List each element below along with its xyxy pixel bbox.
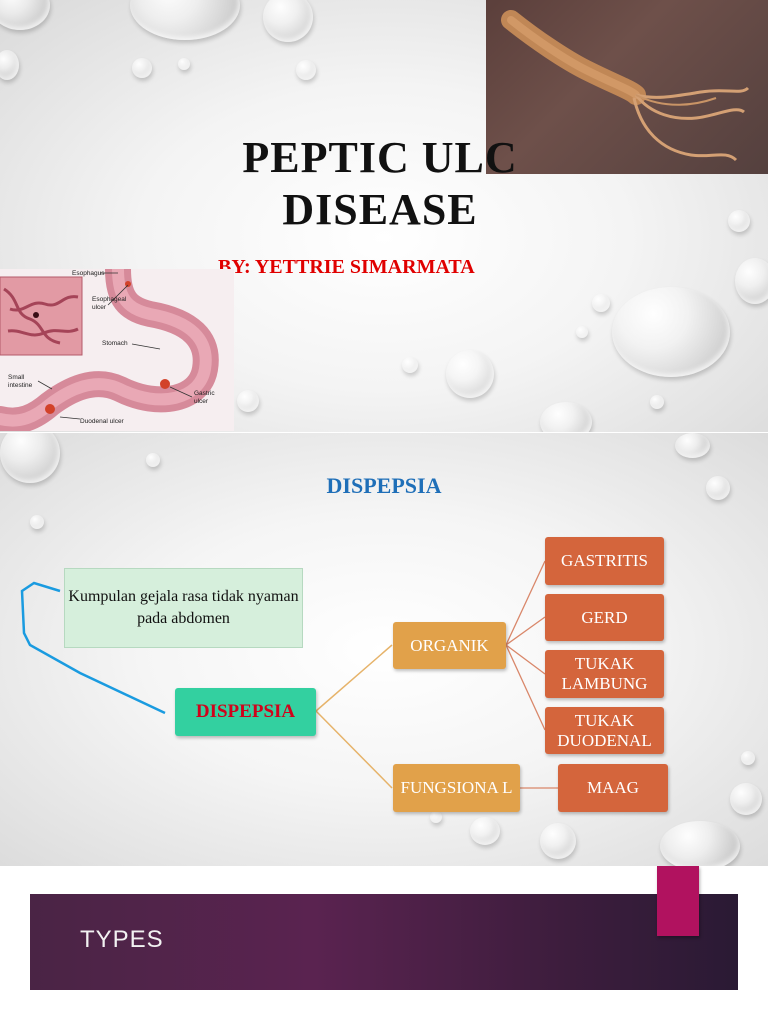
water-drop: [263, 0, 313, 42]
svg-text:ulcer: ulcer: [194, 398, 209, 405]
root-node-dispepsia: DISPEPSIA: [175, 688, 316, 736]
water-drop: [612, 287, 730, 377]
definition-note: Kumpulan gejala rasa tidak nyaman pada a…: [64, 568, 303, 648]
water-drop: [446, 350, 494, 398]
water-drop: [675, 433, 710, 458]
label-duodenal-ulcer: Duodenal ulcer: [80, 418, 125, 425]
slide-types: TYPES: [0, 866, 768, 1024]
water-drop: [592, 294, 610, 312]
leaf-node-tukak-lambung: TUKAK LAMBUNG: [545, 650, 664, 698]
water-drop: [735, 258, 768, 304]
branch-node-fungsional: FUNGSIONA L: [393, 764, 520, 812]
water-drop: [132, 58, 152, 78]
water-drop: [470, 817, 500, 845]
author-byline: BY: YETTRIE SIMARMATA: [218, 256, 475, 278]
svg-text:intestine: intestine: [8, 382, 33, 389]
bacteria-photo: [486, 0, 768, 174]
label-esophagus: Esophagus: [72, 270, 105, 277]
water-drop: [30, 515, 44, 529]
water-drop: [130, 0, 240, 40]
bacteria-illustration: [501, 10, 750, 162]
title-band: [30, 894, 738, 990]
title-line-2: DISEASE: [282, 185, 478, 234]
branch-node-organik: ORGANIK: [393, 622, 506, 669]
leaf-node-gastritis: GASTRITIS: [545, 537, 664, 585]
water-drop: [650, 395, 664, 409]
water-drop: [146, 453, 160, 467]
label-esophageal-ulcer: Esophageal: [92, 296, 127, 303]
slide-title: PEPTIC ULC DISEASE BY: YETTRIE SIMARMATA…: [0, 0, 768, 432]
water-drop: [296, 60, 316, 80]
leaf-node-maag: MAAG: [558, 764, 668, 812]
water-drop: [402, 357, 418, 373]
svg-text:ulcer: ulcer: [92, 304, 107, 311]
leaf-node-gerd: GERD: [545, 594, 664, 641]
water-drop: [0, 0, 50, 30]
water-drop: [730, 783, 762, 815]
water-drop: [706, 476, 730, 500]
water-drop: [741, 751, 755, 765]
water-drop: [237, 390, 259, 412]
slide-heading: DISPEPSIA: [326, 473, 442, 498]
water-drop: [576, 326, 588, 338]
water-drop: [430, 811, 442, 823]
water-drop: [540, 823, 576, 859]
leaf-node-tukak-duodenal: TUKAK DUODENAL: [545, 707, 664, 754]
water-drop: [178, 58, 190, 70]
slide-title-types: TYPES: [80, 926, 164, 953]
label-stomach: Stomach: [102, 340, 128, 347]
accent-tab: [657, 866, 699, 936]
water-drop: [660, 821, 740, 866]
stomach-illustration: Esophagus Esophageal ulcer Stomach Small…: [0, 256, 219, 432]
water-drop: [728, 210, 750, 232]
label-gastric-ulcer: Gastric: [194, 390, 215, 397]
slide-title-text: PEPTIC ULC DISEASE: [170, 132, 590, 236]
water-drop: [540, 402, 592, 432]
water-drop: [0, 50, 19, 80]
stomach-diagram: Esophagus Esophageal ulcer Stomach Small…: [0, 256, 234, 432]
tree-connectors: [20, 560, 558, 789]
slide-dispepsia: DISPEPSIA Kumpulan gejala rasa tidak nya…: [0, 433, 768, 866]
title-line-1: PEPTIC ULC: [242, 133, 518, 182]
label-small-intestine: Small: [8, 374, 25, 381]
water-drop: [0, 433, 60, 483]
